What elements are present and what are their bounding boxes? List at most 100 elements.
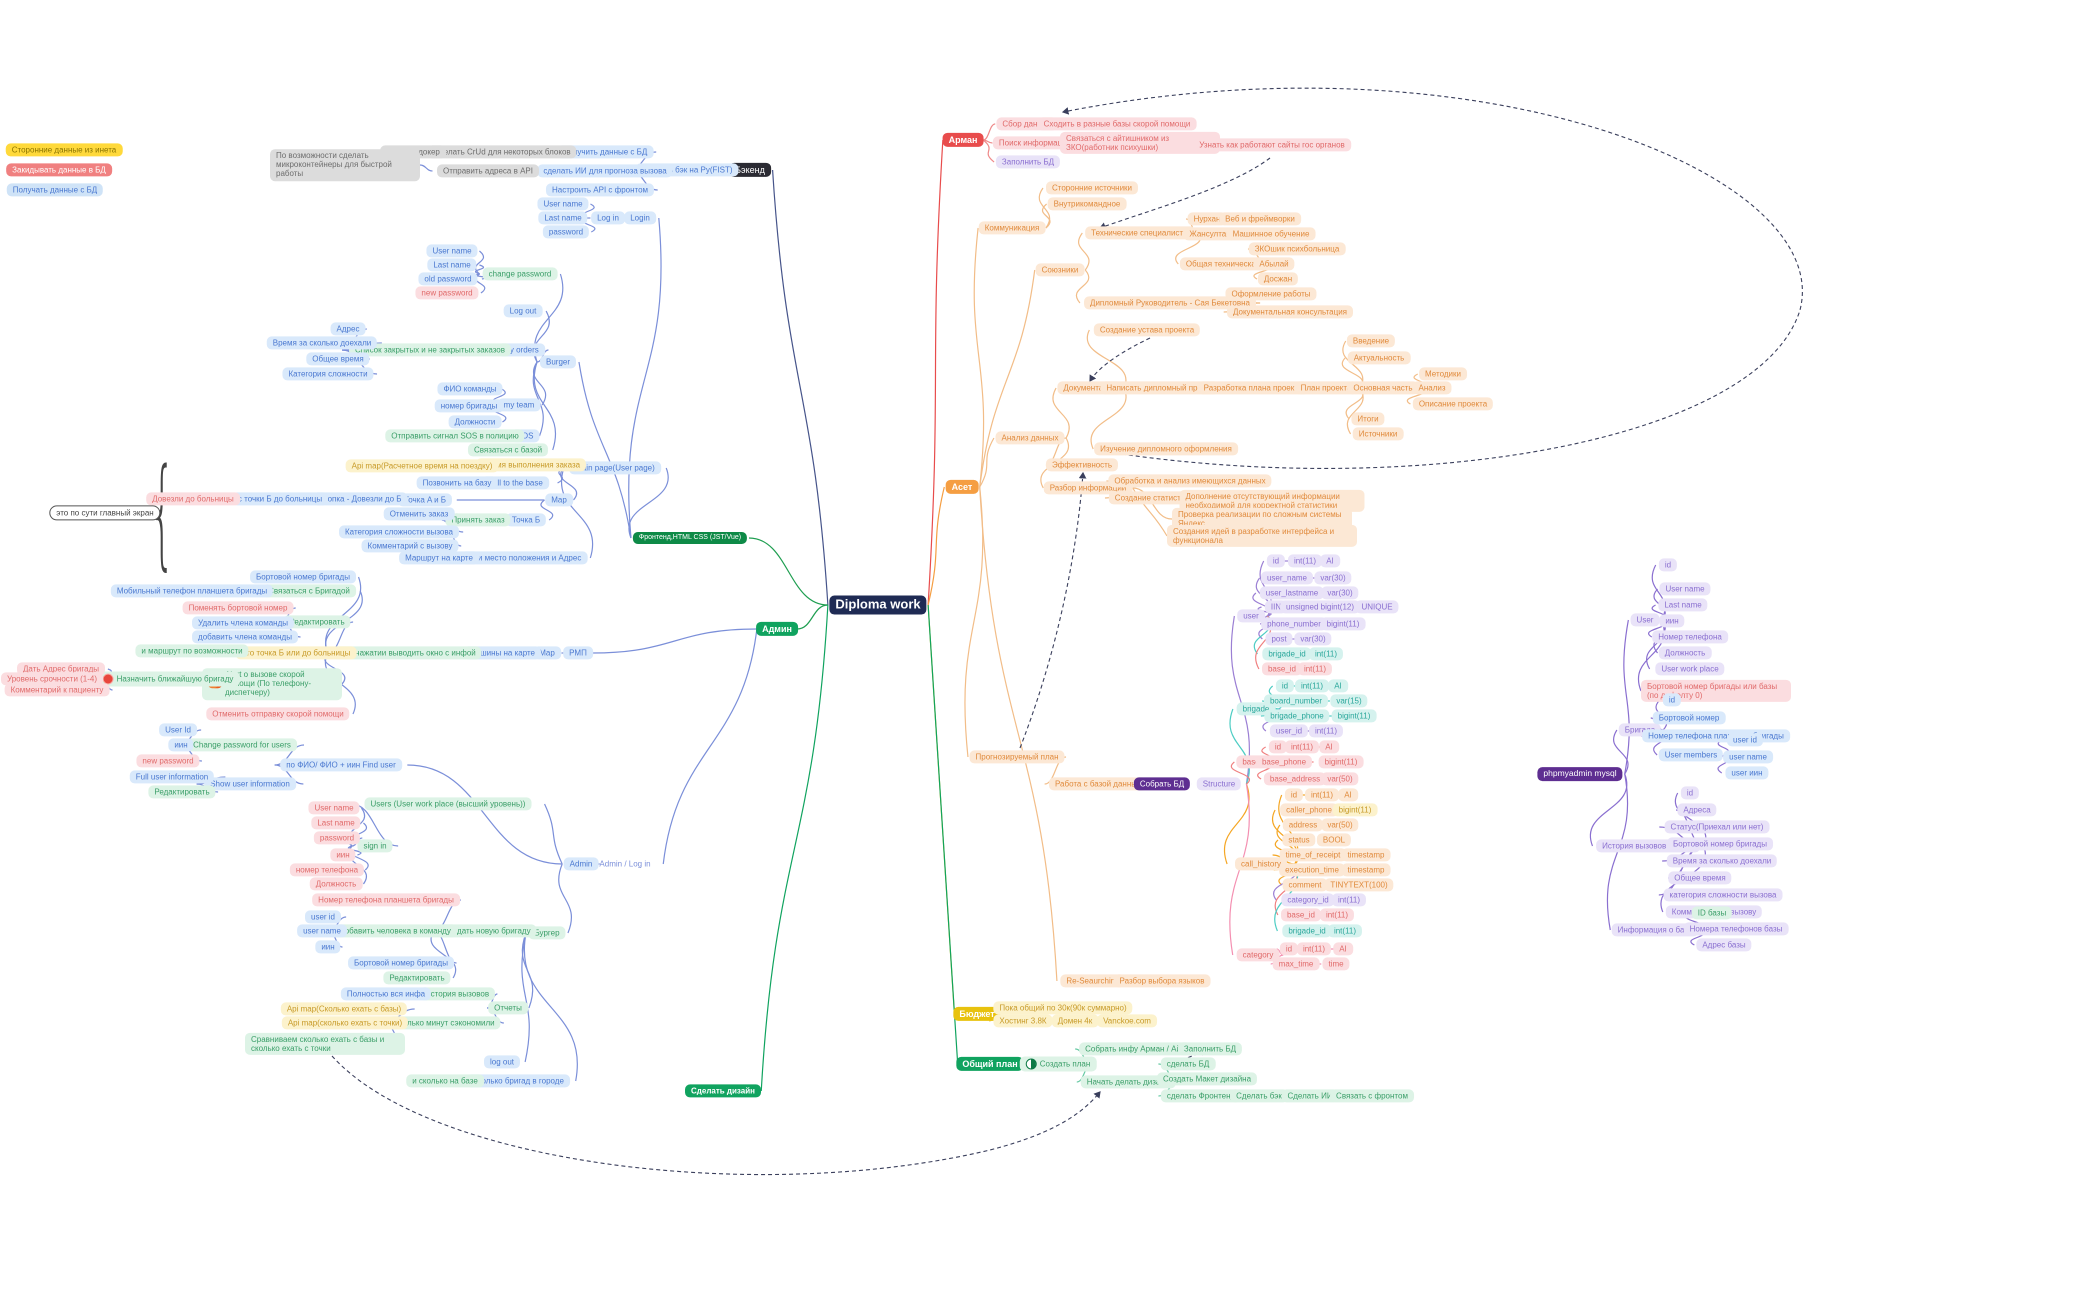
- mind-map-node-c1[interactable]: id: [1284, 788, 1304, 802]
- mind-map-node-f11[interactable]: new password: [415, 286, 479, 300]
- mind-map-node-c2t[interactable]: bigint(11): [1332, 803, 1378, 817]
- mind-map-node-p8[interactable]: Сделать бэк: [1230, 1089, 1288, 1103]
- mind-map-node-a25[interactable]: иин: [168, 738, 194, 752]
- mind-map-node-c2[interactable]: caller_phone: [1280, 803, 1338, 817]
- mind-map-node-a21[interactable]: Admin: [563, 857, 599, 871]
- mind-map-node-s38[interactable]: Создания идей в разработке интерфейса и …: [1167, 524, 1357, 548]
- mind-map-node-s17[interactable]: Анализ данных: [995, 431, 1065, 445]
- mind-map-node-r5[interactable]: Узнать как работают сайты гос органов: [1193, 138, 1351, 152]
- mind-map-node-d0[interactable]: Сделать дизайн: [685, 1084, 761, 1098]
- mind-map-node-a51[interactable]: Api map(Сколько ехать с базы): [280, 1002, 408, 1016]
- mind-map-node-m12[interactable]: Бортовой номер: [1652, 711, 1726, 725]
- mind-map-node-p4[interactable]: Начать делать дизайн: [1080, 1075, 1176, 1089]
- mind-map-node-s12[interactable]: Абылай: [1253, 257, 1295, 271]
- mind-map-node-f27[interactable]: Время выполнения заказа: [475, 458, 587, 472]
- mind-map-node-m13[interactable]: Номер телефона планшета бригады: [1642, 729, 1790, 743]
- mind-map-node-f9[interactable]: Last name: [427, 258, 477, 272]
- mind-map-node-m1[interactable]: User: [1630, 613, 1660, 627]
- mind-map-node-a26[interactable]: new password: [136, 754, 200, 768]
- mind-map-node-a30[interactable]: Users (User work place (высший уровень)): [364, 797, 532, 811]
- mind-map-node-m11[interactable]: id: [1662, 693, 1682, 707]
- mind-map-node-r2[interactable]: Сходить в разные базы скорой помощи: [1037, 117, 1197, 131]
- mind-map-node-c8t[interactable]: int(11): [1331, 893, 1367, 907]
- mind-map-node-c10[interactable]: brigade_id: [1282, 924, 1332, 938]
- mind-map-node-a4[interactable]: При нажатии выводить окно с инфой: [332, 646, 482, 660]
- mind-map-node-f29[interactable]: Call to the base: [481, 476, 549, 490]
- mind-map-node-s6[interactable]: Нурхан: [1187, 212, 1227, 226]
- mind-map-node-a3[interactable]: Машины на карте: [463, 646, 541, 660]
- mind-map-node-b4[interactable]: сделать ИИ для прогноза вызова: [537, 164, 673, 178]
- mind-map-node-c1a[interactable]: AI: [1338, 788, 1358, 802]
- mind-map-node-a39[interactable]: Создать новую бригаду: [437, 924, 537, 938]
- mind-map-node-bu2[interactable]: Хостинг 3.8К: [993, 1014, 1053, 1028]
- mind-map-node-g3t[interactable]: bigint(11): [1331, 709, 1377, 723]
- mind-map-node-a16[interactable]: Дать Адрес бригады: [17, 662, 105, 676]
- mind-map-node-f41[interactable]: Мои место положения и Адрес: [460, 551, 588, 565]
- mind-map-node-u8t[interactable]: int(11): [1297, 662, 1333, 676]
- mind-map-node-note1[interactable]: это по сути главный экран: [49, 505, 161, 521]
- mind-map-node-a46[interactable]: Редактировать: [383, 971, 451, 985]
- mind-map-node-f5[interactable]: password: [542, 225, 590, 239]
- mind-map-node-f21[interactable]: номер бригады: [434, 399, 504, 413]
- mind-map-node-s20[interactable]: Написать дипломный проект: [1100, 381, 1220, 395]
- mind-map-node-u2[interactable]: user_name: [1260, 571, 1314, 585]
- mind-map-node-a48[interactable]: История вызовов: [418, 987, 496, 1001]
- mind-map-node-a40[interactable]: Номер телефона планшета бригады: [312, 893, 460, 907]
- mind-map-node-a45[interactable]: Бортовой номер бригады: [348, 956, 454, 970]
- mind-map-node-c7[interactable]: comment: [1282, 878, 1328, 892]
- mind-map-node-f7[interactable]: change password: [482, 267, 558, 281]
- mind-map-node-f19[interactable]: my team: [497, 398, 541, 412]
- mind-map-node-bu3[interactable]: Домен 4к: [1051, 1014, 1099, 1028]
- mind-map-node-a10[interactable]: Удалить члена команды: [192, 616, 294, 630]
- mind-map-node-a42[interactable]: user id: [304, 910, 342, 924]
- mind-map-node-f30[interactable]: Позвонить на базу: [416, 476, 498, 490]
- mind-map-node-g1[interactable]: id: [1275, 679, 1295, 693]
- mind-map-node-b3[interactable]: Получить данные с БД: [556, 145, 654, 159]
- mind-map-node-m27[interactable]: Информация о базе: [1611, 923, 1699, 937]
- mind-map-node-s30[interactable]: Источники: [1352, 427, 1404, 441]
- mind-map-node-s19[interactable]: Создание устава проекта: [1093, 323, 1201, 337]
- mind-map-node-a31[interactable]: sign in: [357, 839, 393, 853]
- mind-map-node-m24[interactable]: Общее время: [1668, 871, 1732, 885]
- mind-map-node-r4[interactable]: Связаться с айтишником из ЗКО(работник п…: [1060, 131, 1220, 155]
- mind-map-node-f14[interactable]: Список закрытых и не закрытых заказов: [349, 343, 511, 357]
- mind-map-node-s3[interactable]: Внутрикомандное: [1047, 197, 1127, 211]
- mind-map-node-a27[interactable]: Show user information: [204, 777, 296, 791]
- mind-map-node-s39[interactable]: Прогнозируемый план: [969, 750, 1065, 764]
- mind-map-node-f1[interactable]: Login: [624, 211, 656, 225]
- mind-map-node-c6[interactable]: execution_time: [1279, 863, 1345, 877]
- mind-map-node-m20[interactable]: Адреса: [1677, 803, 1717, 817]
- mind-map-node-g1t[interactable]: int(11): [1294, 679, 1330, 693]
- mind-map-node-a53[interactable]: Сравниваем сколько ехать с базы и скольк…: [245, 1032, 405, 1056]
- mind-map-node-s16[interactable]: Документальная консультация: [1226, 305, 1354, 319]
- mind-map-node-bu0[interactable]: Бюджет: [953, 1006, 1001, 1022]
- mind-map-node-f40[interactable]: Комментарий с вызову: [361, 539, 459, 553]
- mind-map-node-a24[interactable]: User Id: [159, 723, 197, 737]
- mind-map-node-p9[interactable]: Сделать ИИ: [1281, 1089, 1339, 1103]
- mind-map-node-s42[interactable]: Structure: [1196, 777, 1242, 791]
- mind-map-node-a20[interactable]: Admin / Log in: [593, 857, 656, 870]
- mind-map-node-a17[interactable]: Уровень срочности (1-4): [0, 672, 104, 686]
- mind-map-node-s7[interactable]: Веб и фреймворки: [1219, 212, 1301, 226]
- mind-map-node-f38[interactable]: Отменить заказ: [383, 507, 455, 521]
- mind-map-node-g4[interactable]: user_id: [1269, 724, 1309, 738]
- mind-map-node-p1[interactable]: Создать план: [1019, 1056, 1097, 1072]
- mind-map-node-a35[interactable]: иин: [330, 848, 356, 862]
- mind-map-node-c6t[interactable]: timestamp: [1341, 863, 1391, 877]
- mind-map-node-s25[interactable]: Основная часть: [1347, 381, 1419, 395]
- mind-map-node-f42[interactable]: Маршрут на карте: [399, 551, 479, 565]
- mind-map-node-s5[interactable]: Технические специалисты: [1085, 226, 1195, 240]
- mind-map-node-a0[interactable]: Админ: [756, 621, 798, 637]
- mind-map-node-f28[interactable]: Api map(Расчетное время на поездку): [345, 459, 499, 473]
- mind-map-node-s41[interactable]: Собрать БД: [1133, 777, 1191, 791]
- mind-map-node-a52[interactable]: Api map(сколько ехать с точки): [281, 1016, 409, 1030]
- mind-map-node-a23[interactable]: Change password for users: [187, 738, 297, 752]
- mind-map-node-a1[interactable]: РМП: [563, 646, 593, 660]
- mind-map-node-p3[interactable]: Заполнить БД: [1177, 1042, 1243, 1056]
- mind-map-node-m28[interactable]: ID базы: [1691, 906, 1733, 920]
- mind-map-node-a28[interactable]: Full user information: [129, 770, 215, 784]
- mind-map-node-a34[interactable]: password: [313, 831, 361, 845]
- mind-map-node-bu4[interactable]: Vanckoe.com: [1097, 1014, 1157, 1028]
- mind-map-node-f31[interactable]: Map: [545, 493, 573, 507]
- mind-map-node-l1[interactable]: Сторонние данные из инета: [5, 143, 123, 157]
